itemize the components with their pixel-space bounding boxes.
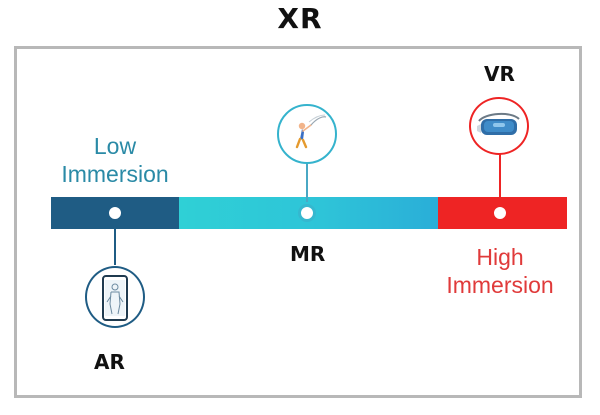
diagram-title: XR [277, 2, 323, 35]
person-phone-icon [102, 275, 128, 321]
high-immersion-line2: Immersion [446, 272, 554, 298]
ar-icon-circle [85, 266, 145, 328]
mr-connector [306, 162, 308, 202]
mr-label: MR [290, 242, 326, 266]
diagram-frame [14, 46, 582, 398]
ar-node [106, 204, 124, 222]
vr-label: VR [484, 62, 515, 86]
person-swinging-icon [295, 114, 327, 149]
low-immersion-label: Low Immersion [45, 132, 185, 188]
vr-headset-icon [477, 113, 520, 135]
vr-connector [499, 150, 501, 203]
low-immersion-line2: Immersion [61, 161, 169, 187]
high-immersion-label: High Immersion [430, 243, 570, 299]
mr-node [298, 204, 316, 222]
ar-connector [114, 222, 116, 265]
low-immersion-line1: Low [93, 133, 137, 159]
vr-node [491, 204, 509, 222]
ar-label: AR [94, 350, 125, 374]
high-immersion-line1: High [476, 244, 524, 270]
vr-icon-circle [469, 97, 529, 155]
mr-icon-circle [277, 104, 337, 164]
